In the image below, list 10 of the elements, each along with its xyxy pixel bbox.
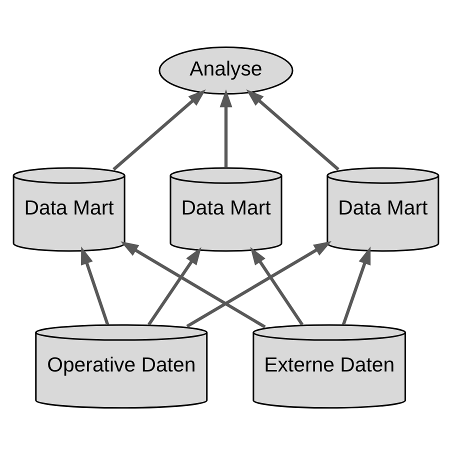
- arrow: [120, 240, 266, 328]
- arrow: [112, 88, 206, 170]
- arrow: [80, 246, 110, 325]
- arrow: [342, 246, 371, 325]
- arrow: [250, 246, 304, 325]
- node-ellipse: Analyse: [158, 46, 294, 94]
- arrow: [220, 88, 232, 168]
- arrow: [148, 246, 202, 325]
- arrow: [246, 88, 340, 170]
- arrow: [186, 240, 332, 328]
